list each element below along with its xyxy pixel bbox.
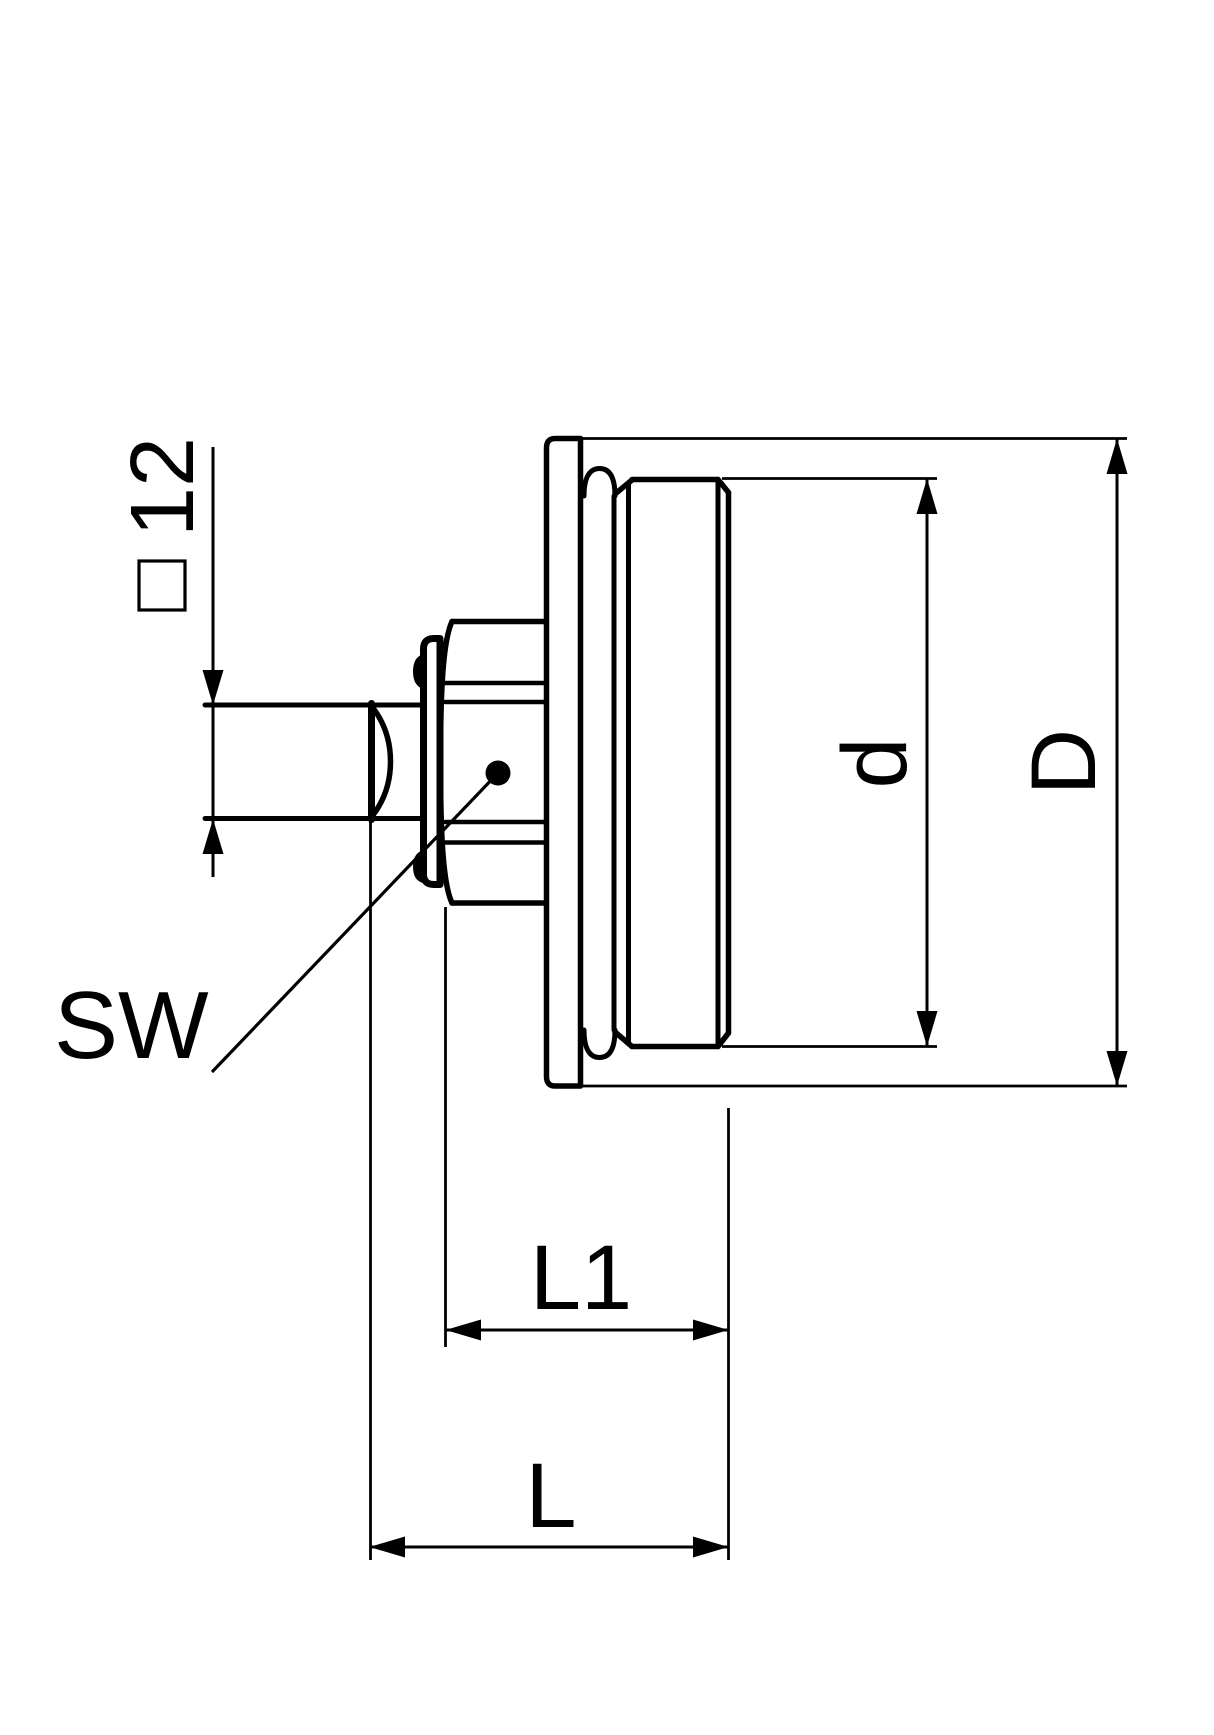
dimension-labels: 12 SW d D L1 L [54, 437, 1115, 1547]
square-drive-shaft [202, 702, 426, 821]
square-drive-symbol [137, 559, 187, 612]
square-drive-label: 12 [113, 437, 213, 537]
sw-leader-dot [485, 760, 511, 786]
dim-L1 [444, 907, 730, 1560]
part-outline [202, 435, 732, 1089]
plug-front-face [368, 700, 394, 823]
dim-square12 [202, 447, 224, 877]
sw-leader [210, 760, 511, 1074]
dim-D [582, 437, 1128, 1088]
diameter-inner-label: d [824, 737, 926, 788]
cylindrical-body [581, 466, 732, 1060]
dimension-annotations [202, 437, 1128, 1560]
wrench-flats-label: SW [54, 972, 209, 1079]
dim-L [369, 820, 729, 1560]
flange-disc [543, 435, 584, 1089]
hex-nut [437, 618, 549, 906]
length-front-label: L1 [530, 1227, 632, 1329]
dim-d [722, 477, 938, 1048]
length-overall-label: L [525, 1445, 576, 1547]
diameter-outer-label: D [1013, 729, 1115, 795]
